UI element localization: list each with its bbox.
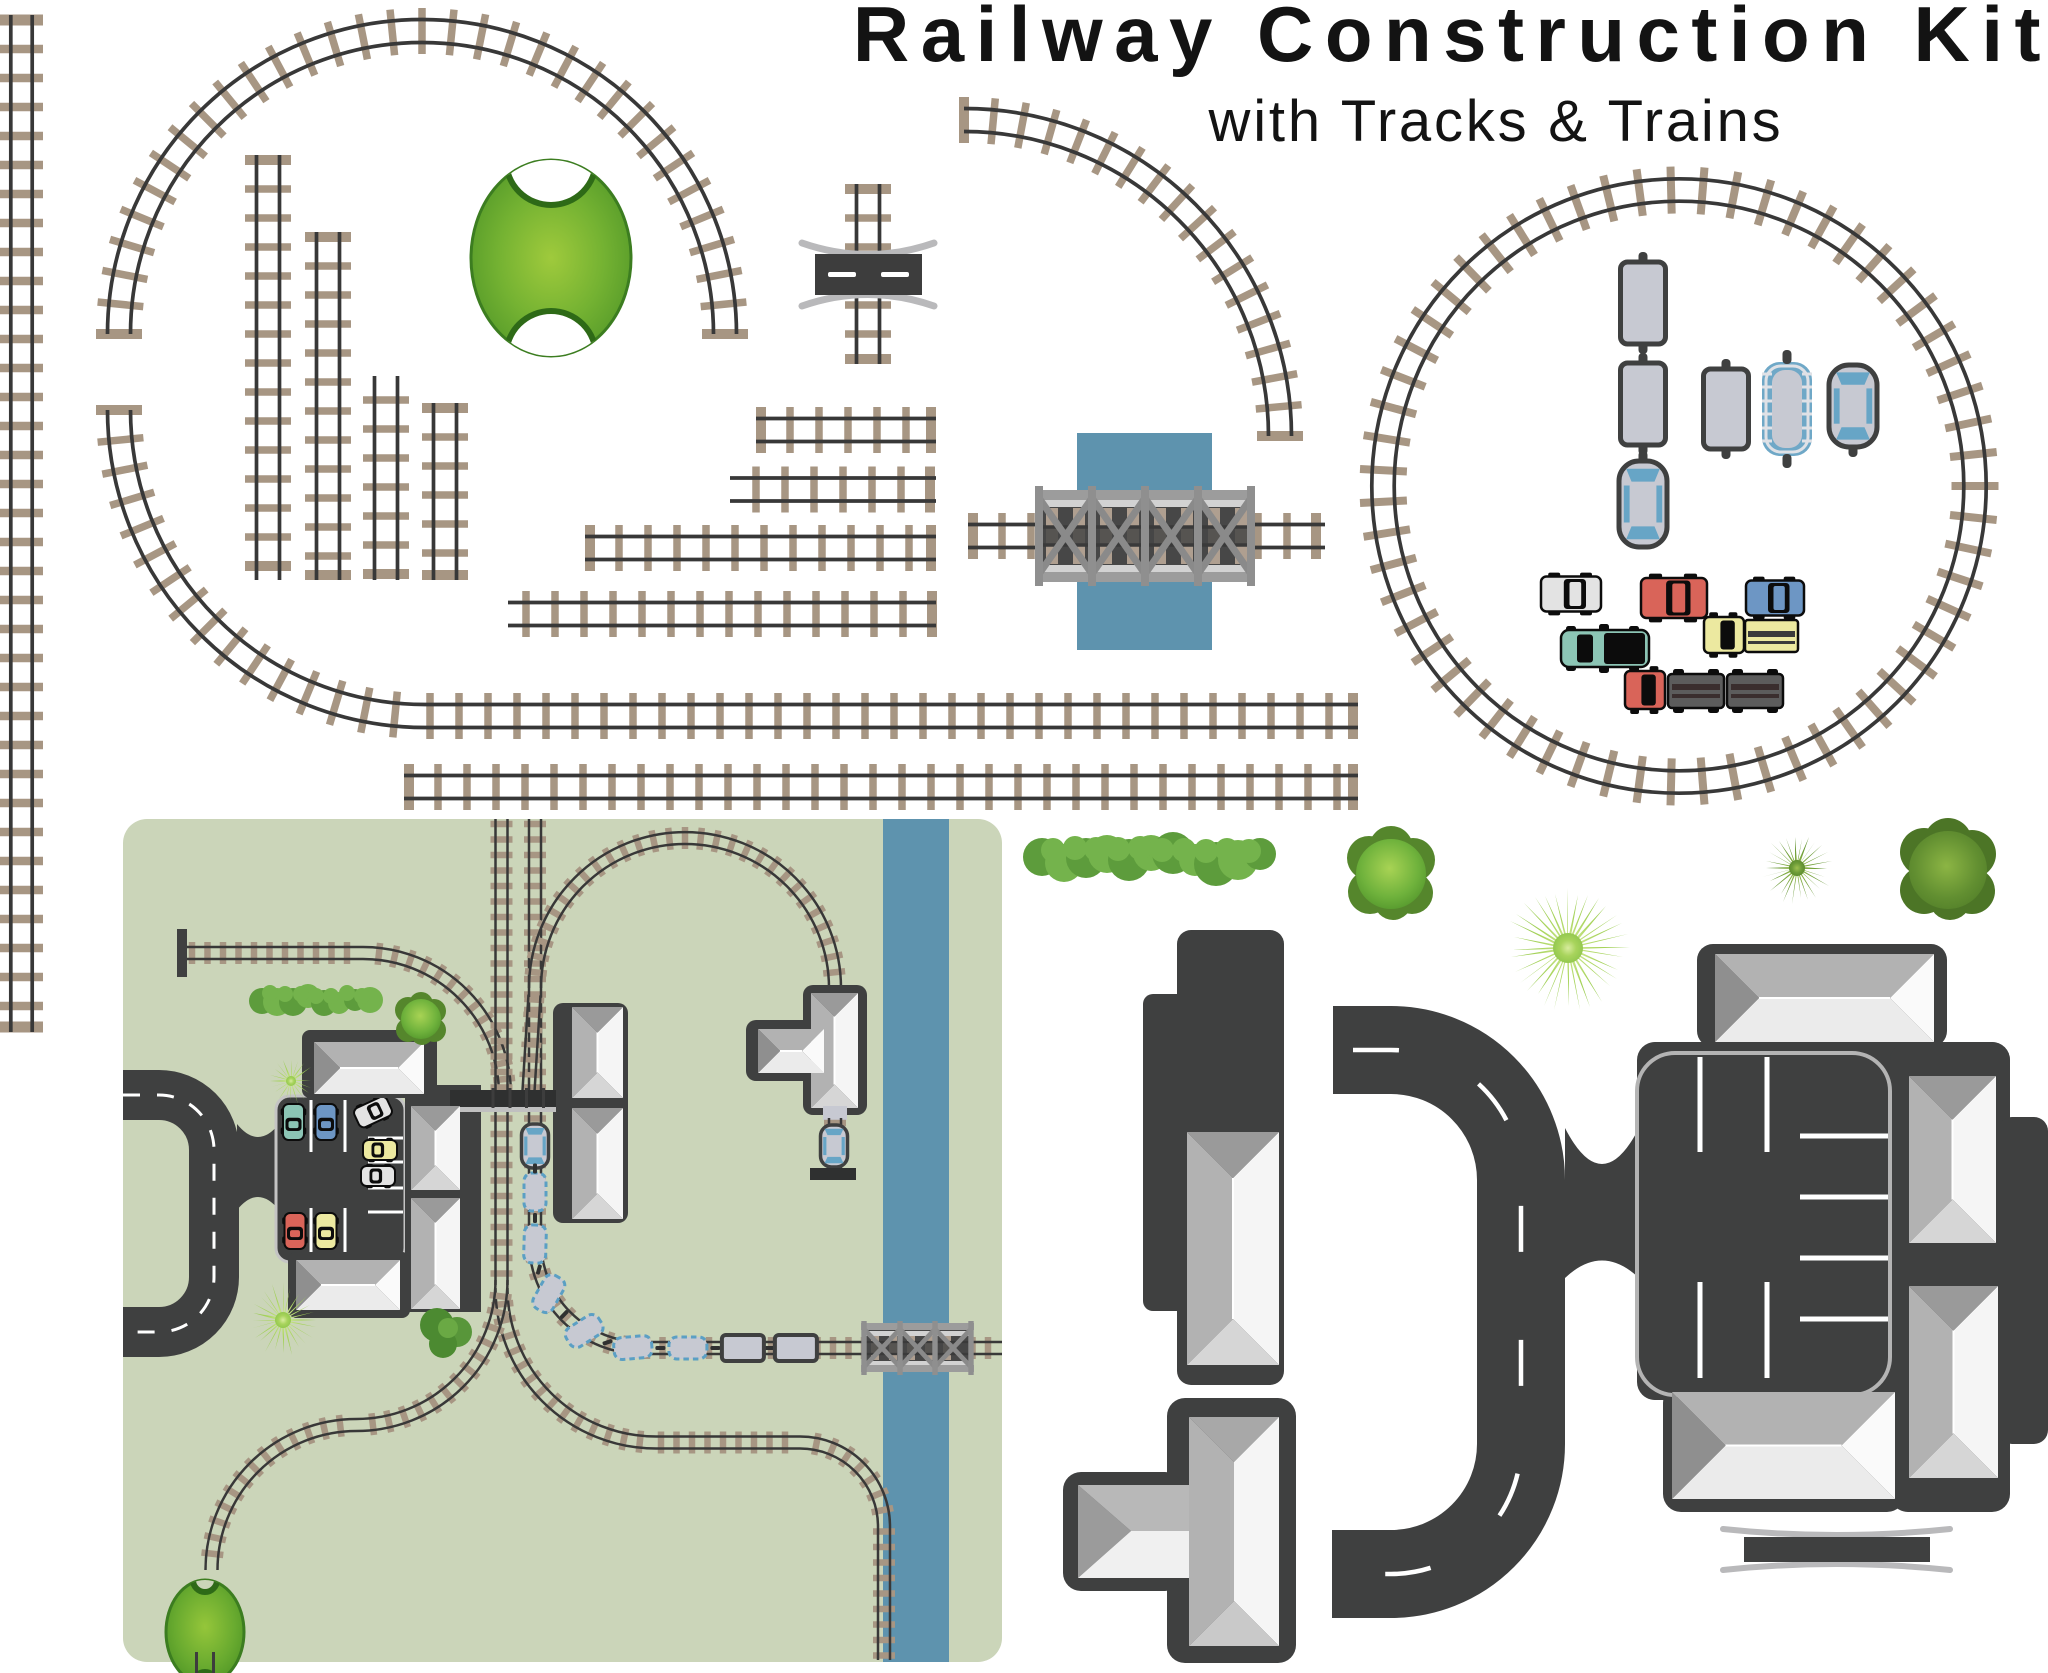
svg-text:Railway Construction Kit: Railway Construction Kit (853, 0, 2048, 78)
svg-text:with Tracks & Trains: with Tracks & Trains (1208, 89, 1784, 154)
